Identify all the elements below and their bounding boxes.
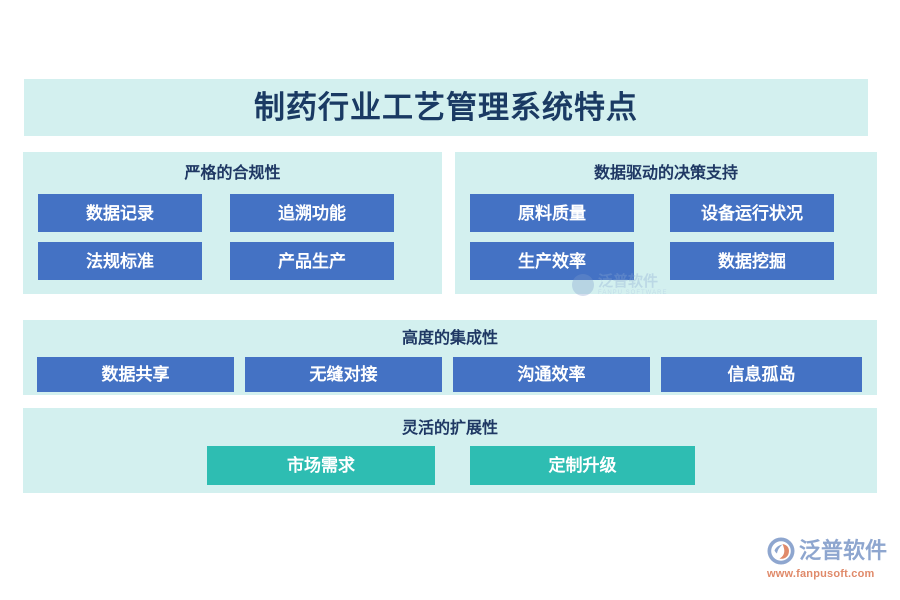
chip-custom-upgrade[interactable]: 定制升级 bbox=[470, 446, 695, 485]
section-strict-compliance: 严格的合规性 数据记录 追溯功能 法规标准 产品生产 bbox=[23, 152, 442, 294]
brand-name: 泛普软件 bbox=[799, 538, 888, 563]
chip-communication-efficiency[interactable]: 沟通效率 bbox=[453, 357, 650, 392]
section-heading-flexible-extensibility: 灵活的扩展性 bbox=[401, 420, 498, 437]
chip-equipment-status[interactable]: 设备运行状况 bbox=[670, 194, 834, 232]
brand-row: 泛普软件 bbox=[766, 536, 887, 566]
section-heading-data-driven-decision-support: 数据驱动的决策支持 bbox=[593, 165, 738, 182]
chip-data-record[interactable]: 数据记录 bbox=[38, 194, 202, 232]
chip-data-mining[interactable]: 数据挖掘 bbox=[670, 242, 834, 280]
section-high-integration: 高度的集成性 数据共享 无缝对接 沟通效率 信息孤岛 bbox=[23, 320, 877, 395]
section-heading-strict-compliance: 严格的合规性 bbox=[184, 165, 281, 182]
brand-url: www.fanpusoft.com bbox=[767, 568, 875, 580]
fanpu-logo-icon bbox=[766, 536, 796, 566]
chip-product-production[interactable]: 产品生产 bbox=[230, 242, 394, 280]
section-flexible-extensibility: 灵活的扩展性 市场需求 定制升级 bbox=[23, 408, 877, 493]
chip-production-efficiency[interactable]: 生产效率 bbox=[470, 242, 634, 280]
section-data-driven-decision-support: 数据驱动的决策支持 原料质量 设备运行状况 生产效率 数据挖掘 bbox=[455, 152, 877, 294]
chip-traceability[interactable]: 追溯功能 bbox=[230, 194, 394, 232]
section-heading-high-integration: 高度的集成性 bbox=[401, 330, 498, 347]
chip-data-sharing[interactable]: 数据共享 bbox=[37, 357, 234, 392]
chip-material-quality[interactable]: 原料质量 bbox=[470, 194, 634, 232]
page-title: 制药行业工艺管理系统特点 bbox=[254, 90, 638, 125]
chip-seamless-integration[interactable]: 无缝对接 bbox=[245, 357, 442, 392]
chip-information-island[interactable]: 信息孤岛 bbox=[661, 357, 862, 392]
chip-market-demand[interactable]: 市场需求 bbox=[207, 446, 435, 485]
chip-regulatory-standard[interactable]: 法规标准 bbox=[38, 242, 202, 280]
brand-logo: 泛普软件 www.fanpusoft.com bbox=[766, 536, 888, 592]
page-title-band: 制药行业工艺管理系统特点 bbox=[24, 79, 868, 136]
